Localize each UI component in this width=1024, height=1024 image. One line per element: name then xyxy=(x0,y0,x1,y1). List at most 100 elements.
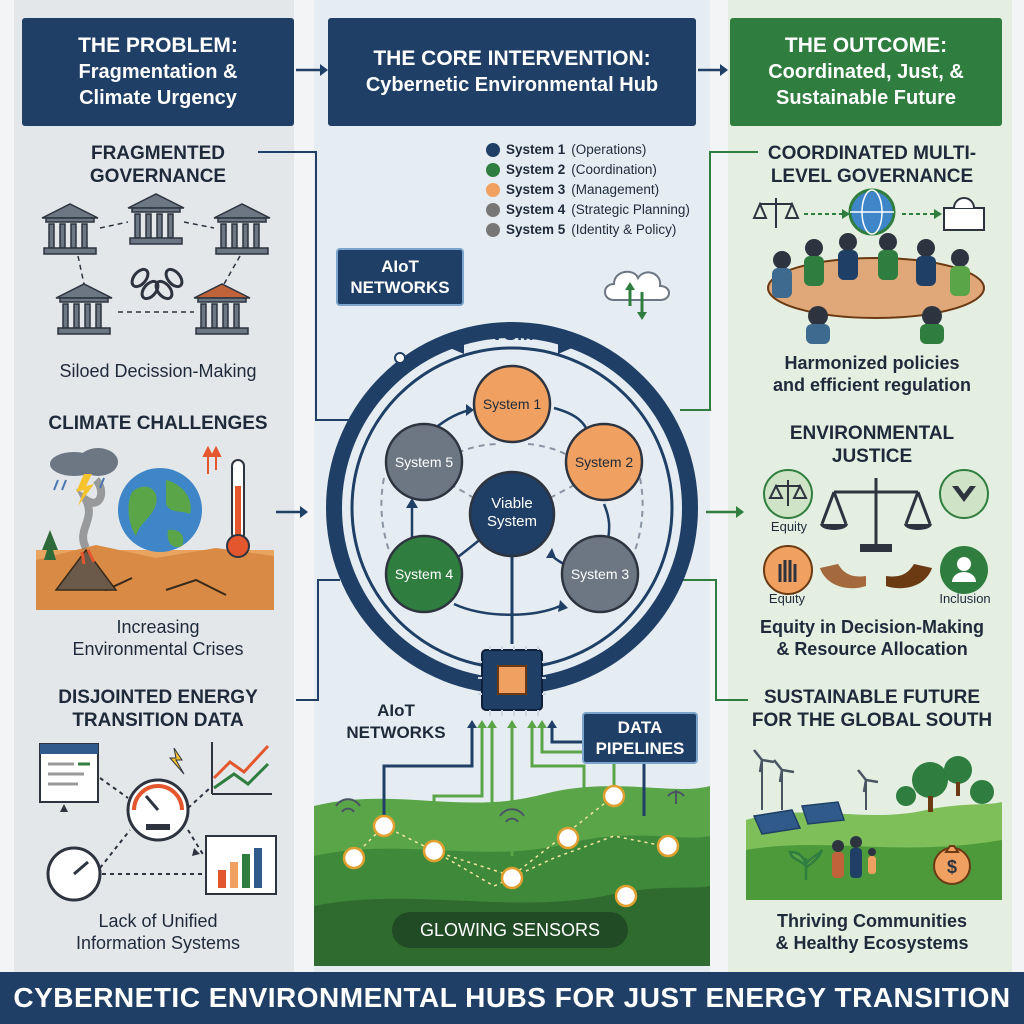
systems-legend: System 1(Operations) System 2(Coordinati… xyxy=(486,140,690,240)
legend-item-desc: (Identity & Policy) xyxy=(571,222,677,237)
sensor-pin xyxy=(372,814,396,838)
outcome-header-line3: Sustainable Future xyxy=(775,87,957,109)
raised-hand-badge xyxy=(763,545,813,595)
viable-system-label-1: Viable xyxy=(491,495,532,512)
family-figures xyxy=(832,836,876,878)
fragmented-governance-title: FRAGMENTED GOVERNANCE xyxy=(40,142,276,188)
data-pipelines-line1: DATA xyxy=(617,718,663,737)
sustainable-future-title-1: SUSTAINABLE FUTURE xyxy=(763,687,981,708)
flow-arrow-4-3 xyxy=(453,602,561,616)
aiot-bottom-line1: AIoT xyxy=(377,701,415,720)
legend-item-desc: (Operations) xyxy=(571,142,647,157)
legend-dot xyxy=(486,223,500,237)
node-system-1-label: System 1 xyxy=(483,396,542,412)
aiot-bottom-line2: NETWORKS xyxy=(346,723,446,742)
legend-item-system-4: System 4(Strategic Planning) xyxy=(486,200,690,220)
legend-item-system-3: System 3 (Management) xyxy=(486,180,690,200)
unified-information-caption-2: Information Systems xyxy=(75,933,241,953)
feedback-loop xyxy=(527,443,581,465)
node-system-4-label: System 4 xyxy=(395,566,454,582)
environmental-justice-title-1: ENVIRONMENTAL xyxy=(789,423,955,444)
equity-label-top: Equity xyxy=(770,519,808,534)
legend-dot xyxy=(486,203,500,217)
meeting-people xyxy=(772,233,970,344)
sensor-pin xyxy=(500,866,524,890)
environmental-justice-title: ENVIRONMENTAL JUSTICE xyxy=(744,422,1000,468)
climate-crisis-icon xyxy=(36,445,274,610)
disjointed-data-title: DISJOINTED ENERGY TRANSITION DATA xyxy=(30,686,286,732)
legend-item-label: System 1 xyxy=(506,142,566,157)
sprout-icon xyxy=(788,849,824,880)
outcome-header-line1: THE OUTCOME: xyxy=(784,34,948,57)
legend-dot xyxy=(486,163,500,177)
unified-information-caption-1: Lack of Unified xyxy=(98,911,218,931)
outcome-header: THE OUTCOME: Coordinated, Just, & Sustai… xyxy=(730,18,1002,126)
aiot-connector-dot xyxy=(394,352,406,364)
connector-lines xyxy=(258,151,758,701)
thriving-communities-caption-1: Thriving Communities xyxy=(776,911,967,931)
legend-item-system-5: System 5 (Identity & Policy) xyxy=(486,220,690,240)
intervention-header-line1: THE CORE INTERVENTION: xyxy=(373,47,651,70)
equity-decision-caption-1: Equity in Decision-Making xyxy=(759,617,985,637)
equity-decision-caption: Equity in Decision-Making & Resource All… xyxy=(740,616,1004,660)
legend-item-label: System 3 xyxy=(506,182,566,197)
wifi-icon xyxy=(335,798,361,813)
legend-dot xyxy=(486,143,500,157)
header-arrows xyxy=(296,64,728,76)
coordinated-governance-title-1: COORDINATED MULTI- xyxy=(767,143,977,164)
aiot-tag-top-line1: AIoT xyxy=(381,257,419,276)
node-system-5-label: System 5 xyxy=(395,454,454,470)
vsm-diagram: VSM System 1 System 2 System 3 System 4 … xyxy=(326,322,698,694)
problem-header-line3: Climate Urgency xyxy=(79,87,237,109)
environmental-crises-caption-1: Increasing xyxy=(116,617,200,637)
problem-header: THE PROBLEM: Fragmentation & Climate Urg… xyxy=(22,18,294,126)
node-system-5 xyxy=(384,422,464,502)
sensor-pins xyxy=(342,784,680,908)
disconnected-data-icon xyxy=(39,742,277,902)
environmental-justice-title-2: JUSTICE xyxy=(831,446,913,467)
justice-scale-icon xyxy=(763,469,989,595)
cloud-sync-icon xyxy=(604,270,670,320)
thriving-community-icon: $ xyxy=(746,749,1002,900)
sensor-pin xyxy=(656,834,680,858)
equity-decision-caption-2: & Resource Allocation xyxy=(776,639,968,659)
viable-system-label-2: System xyxy=(487,513,537,530)
intervention-header: THE CORE INTERVENTION: Cybernetic Enviro… xyxy=(328,18,696,126)
legend-item-label: System 5 xyxy=(506,222,566,237)
government-buildings-icon xyxy=(41,193,271,335)
node-system-3-label: System 3 xyxy=(571,566,630,582)
sensor-pin xyxy=(614,884,638,908)
harmonized-policies-caption: Harmonized policies and efficient regula… xyxy=(740,352,1004,396)
legend-item-desc: (Strategic Planning) xyxy=(571,202,690,217)
legend-item-desc: (Management) xyxy=(571,182,660,197)
environmental-crises-caption-2: Environmental Crises xyxy=(72,639,244,659)
roundtable-meeting-icon xyxy=(752,188,985,344)
siloed-decision-caption: Siloed Decission-Making xyxy=(59,361,257,381)
thriving-communities-caption: Thriving Communities & Healthy Ecosystem… xyxy=(740,910,1004,954)
disjointed-data-title-1: DISJOINTED ENERGY xyxy=(58,687,258,708)
aiot-networks-tag-top: AIoT NETWORKS xyxy=(336,248,464,306)
feedback-link xyxy=(549,483,577,499)
flow-arrow-2-3 xyxy=(602,503,611,541)
aiot-networks-label-bottom: AIoT NETWORKS xyxy=(336,700,456,744)
problem-header-line2: Fragmentation & xyxy=(78,61,238,83)
data-pipelines-line2: PIPELINES xyxy=(595,739,685,758)
outcome-header-line2: Coordinated, Just, & xyxy=(768,61,964,83)
inclusion-label: Inclusion xyxy=(939,591,991,606)
node-viable-system xyxy=(468,470,556,558)
sensor-pin xyxy=(556,826,580,850)
svg-text:$: $ xyxy=(947,857,957,877)
signal-tower-icon xyxy=(667,790,685,804)
wifi-icon xyxy=(499,808,525,823)
harmonized-policies-caption-1: Harmonized policies xyxy=(784,353,960,373)
unified-information-caption: Lack of Unified Information Systems xyxy=(30,910,286,954)
central-chip-icon xyxy=(478,646,546,716)
legend-item-desc: (Coordination) xyxy=(571,162,657,177)
glowing-sensors-label: GLOWING SENSORS xyxy=(392,912,628,948)
data-pipelines-tag: DATA PIPELINES xyxy=(582,712,698,764)
sustainable-future-title-2: FOR THE GLOBAL SOUTH xyxy=(751,710,993,731)
node-system-4 xyxy=(384,534,464,614)
coordinated-governance-title-2: LEVEL GOVERNANCE xyxy=(770,166,974,187)
fragmented-governance-title-2: GOVERNANCE xyxy=(89,166,227,187)
footer-banner: CYBERNETIC ENVIRONMENTAL HUBS FOR JUST E… xyxy=(0,972,1024,1024)
